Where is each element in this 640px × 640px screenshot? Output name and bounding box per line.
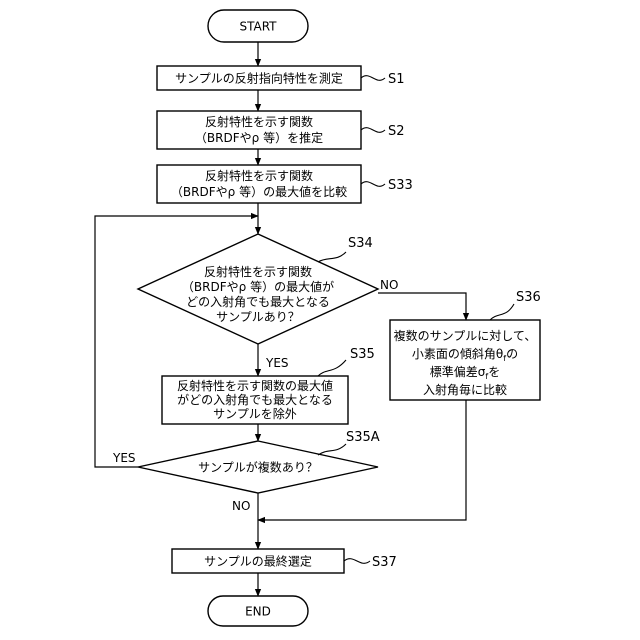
decision-s34-text-line4: サンプルあり？ <box>216 310 300 324</box>
step-s2-text-line2: （BRDFやρ 等）を推定 <box>195 130 323 145</box>
start-text: START <box>239 20 277 34</box>
decision-s34-text-line2: （BRDFやρ 等）の最大値が <box>182 279 334 294</box>
step-s37-text: サンプルの最終選定 <box>204 554 312 569</box>
step-s37: サンプルの最終選定 <box>172 549 344 573</box>
step-s2-label: S2 <box>388 124 405 139</box>
decision-s35a-label: S35A <box>346 430 380 445</box>
decision-s35a-leader <box>318 444 346 455</box>
step-s1-leader <box>361 76 385 81</box>
end-text: END <box>245 605 271 619</box>
step-s36: 複数のサンプルに対して、 小素面の傾斜角θfの 標準偏差σfを 入射角毎に比較 <box>390 320 540 400</box>
decision-s34: 反射特性を示す関数 （BRDFやρ 等）の最大値が どの入射角でも最大となる サ… <box>138 234 378 344</box>
decision-s35a-no-label: NO <box>232 499 250 513</box>
step-s1-text: サンプルの反射指向特性を測定 <box>175 71 343 86</box>
decision-s34-leader <box>318 252 346 262</box>
decision-s34-text-line3: どの入射角でも最大となる <box>186 294 330 309</box>
step-s35-text-line2: がどの入射角でも最大となる <box>177 392 333 407</box>
step-s2: 反射特性を示す関数 （BRDFやρ 等）を推定 <box>157 111 361 149</box>
step-s1: サンプルの反射指向特性を測定 <box>157 66 361 90</box>
step-s35-label: S35 <box>350 347 375 362</box>
step-s37-label: S37 <box>372 555 397 570</box>
start-terminal: START <box>208 10 308 42</box>
step-s35-text-line1: 反射特性を示す関数の最大値 <box>177 378 333 393</box>
end-terminal: END <box>208 596 308 626</box>
arrow-s34-no-to-s36 <box>378 293 466 320</box>
step-s35: 反射特性を示す関数の最大値 がどの入射角でも最大となる サンプルを除外 <box>162 376 348 424</box>
step-s33-text-line2: （BRDFやρ 等）の最大値を比較 <box>171 184 347 199</box>
decision-s35a: サンプルが複数あり？ <box>138 441 378 493</box>
step-s36-text-line2: 小素面の傾斜角θfの <box>412 347 518 363</box>
step-s33: 反射特性を示す関数 （BRDFやρ 等）の最大値を比較 <box>157 165 361 203</box>
step-s33-text-line1: 反射特性を示す関数 <box>205 168 313 183</box>
decision-s34-label: S34 <box>348 236 373 251</box>
step-s1-label: S1 <box>388 72 405 87</box>
decision-s34-no-label: NO <box>380 278 398 292</box>
step-s36-label: S36 <box>516 290 541 305</box>
step-s36-text-line1: 複数のサンプルに対して、 <box>394 328 537 343</box>
step-s2-leader <box>361 128 385 133</box>
decision-s35a-text: サンプルが複数あり？ <box>198 460 318 475</box>
step-s35-text-line3: サンプルを除外 <box>213 406 297 421</box>
decision-s34-yes-label: YES <box>265 356 289 370</box>
step-s36-text-line4: 入射角毎に比較 <box>423 382 507 397</box>
step-s2-text-line1: 反射特性を示す関数 <box>205 114 313 129</box>
step-s35-leader <box>318 360 346 376</box>
step-s33-leader <box>361 182 385 187</box>
step-s36-leader <box>490 304 514 320</box>
step-s37-leader <box>344 559 370 564</box>
step-s36-text-line3: 標準偏差σfを <box>430 364 500 381</box>
decision-s35a-yes-label: YES <box>112 451 136 465</box>
decision-s34-text-line1: 反射特性を示す関数 <box>204 264 312 279</box>
step-s33-label: S33 <box>388 178 413 193</box>
